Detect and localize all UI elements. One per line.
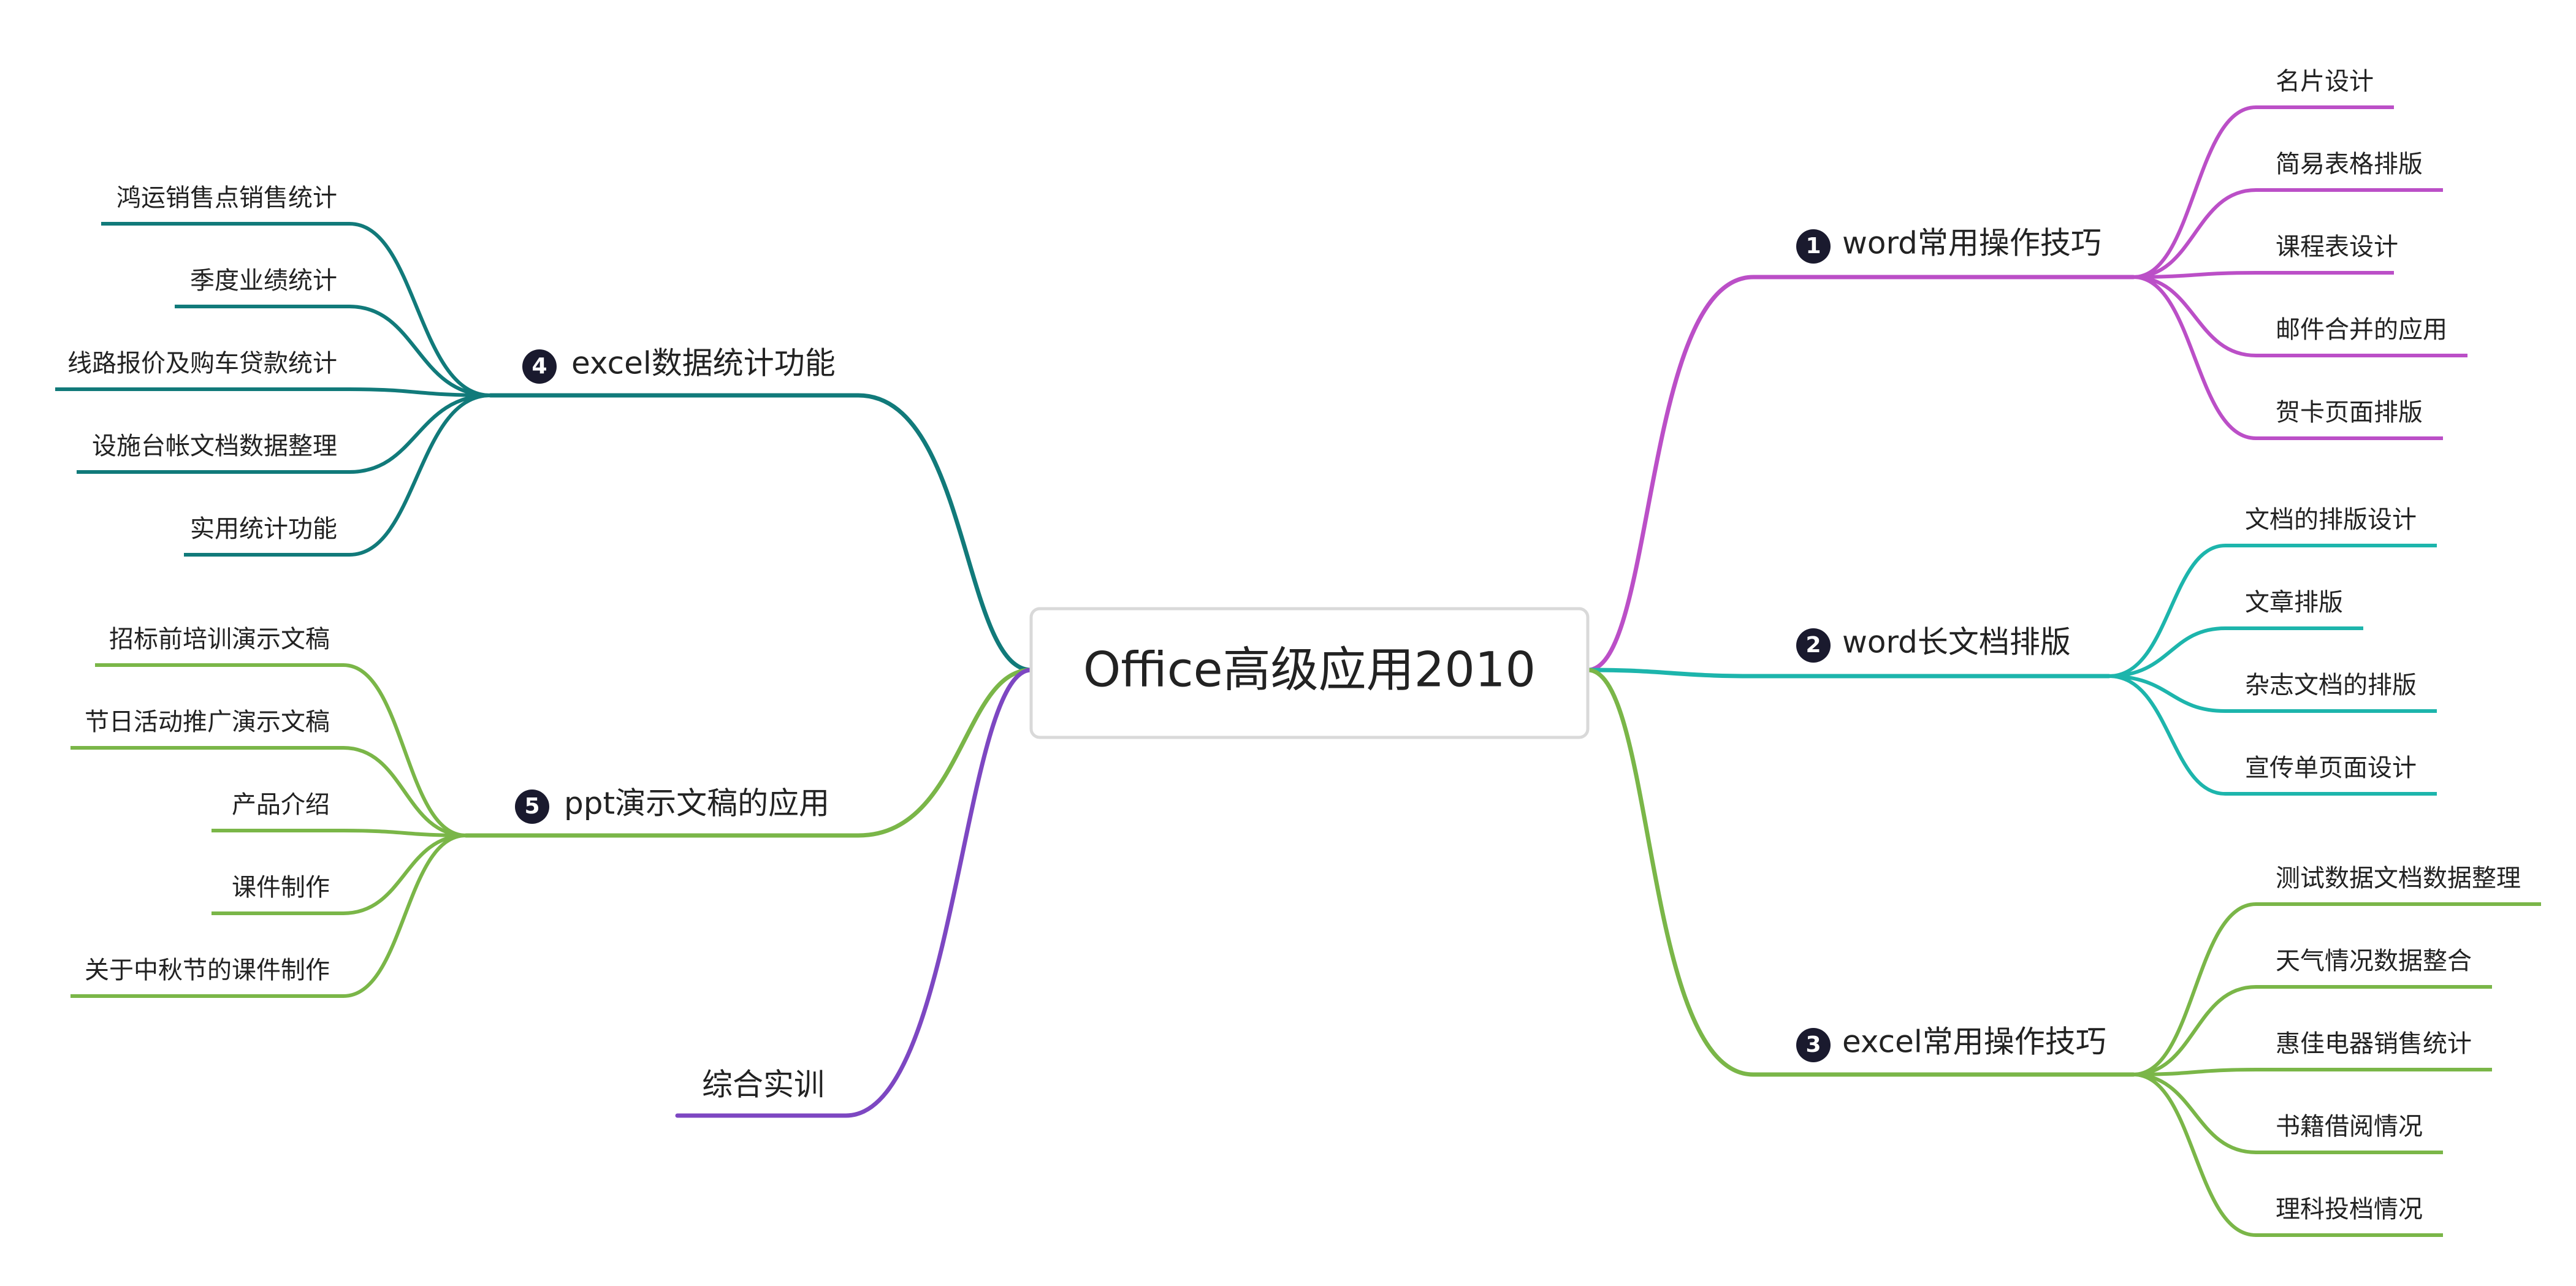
leaf-node[interactable]: 文档的排版设计 xyxy=(2245,506,2417,534)
connector-b5-leaf xyxy=(95,663,467,837)
leaf-connectors-b5 xyxy=(70,663,467,998)
connector-b4-leaf xyxy=(184,394,491,557)
leaf-node[interactable]: 理科投档情况 xyxy=(2276,1195,2423,1223)
leaf-node[interactable]: 简易表格排版 xyxy=(2276,150,2423,178)
leaf-node[interactable]: 惠佳电器销售统计 xyxy=(2276,1030,2472,1058)
leaf-node[interactable]: 线路报价及购车贷款统计 xyxy=(67,349,337,378)
connector-b4-leaf xyxy=(55,387,491,397)
leaf-connectors-b4 xyxy=(55,222,491,557)
branch-number: 2 xyxy=(1805,633,1821,658)
connector-b3-leaf xyxy=(2133,902,2541,1076)
leaf-node[interactable]: 设施台帐文档数据整理 xyxy=(92,432,337,460)
leaf-node[interactable]: 产品介绍 xyxy=(232,791,330,819)
leaf-node[interactable]: 文章排版 xyxy=(2245,588,2343,617)
leaves-ppt-application: 招标前培训演示文稿 节日活动推广演示文稿 产品介绍 课件制作 关于中秋节的课件制… xyxy=(85,625,330,984)
connector-b3-leaf xyxy=(2133,1073,2443,1154)
number-badge xyxy=(1796,229,1831,264)
connector-b4-leaf xyxy=(101,222,491,397)
leaf-node[interactable]: 节日活动推广演示文稿 xyxy=(85,708,330,736)
root-node-label: Office高级应用2010 xyxy=(1083,642,1536,698)
leaves-word-long-document: 文档的排版设计 文章排版 杂志文档的排版 宣传单页面设计 xyxy=(2245,506,2417,782)
leaf-node[interactable]: 贺卡页面排版 xyxy=(2276,398,2423,427)
connector-root-b3 xyxy=(1585,668,2136,1077)
number-badge xyxy=(522,349,557,384)
branch-label: excel数据统计功能 xyxy=(571,346,836,381)
connector-root-b4 xyxy=(488,393,1034,672)
leaf-node[interactable]: 测试数据文档数据整理 xyxy=(2276,864,2521,892)
branch-number: 5 xyxy=(524,794,539,819)
branch-node-excel-common-skills[interactable]: 3 excel常用操作技巧 xyxy=(1796,1024,2106,1063)
connector-b5-leaf xyxy=(70,834,467,998)
branch-node-word-long-document[interactable]: 2 word长文档排版 xyxy=(1796,625,2071,663)
connector-root-b2 xyxy=(1585,668,2111,679)
connector-b2-leaf xyxy=(2108,674,2437,796)
branch-node-excel-statistics[interactable]: 4 excel数据统计功能 xyxy=(522,346,836,384)
leaf-node[interactable]: 关于中秋节的课件制作 xyxy=(85,956,330,984)
leaves-excel-common-skills: 测试数据文档数据整理 天气情况数据整合 惠佳电器销售统计 书籍借阅情况 理科投档… xyxy=(2276,864,2521,1223)
connector-root-b1 xyxy=(1585,275,2136,672)
branch-number: 1 xyxy=(1805,234,1821,259)
branch-label: 综合实训 xyxy=(702,1067,825,1103)
connector-b1-leaf xyxy=(2133,105,2394,279)
number-badge xyxy=(1796,1028,1831,1062)
leaf-node[interactable]: 招标前培训演示文稿 xyxy=(109,625,330,653)
leaf-node[interactable]: 实用统计功能 xyxy=(190,515,337,543)
leaf-connectors-b1 xyxy=(2133,105,2467,440)
leaf-node[interactable]: 杂志文档的排版 xyxy=(2245,671,2417,699)
number-badge xyxy=(1796,628,1831,663)
connector-b3-leaf xyxy=(2133,1068,2492,1076)
branch-node-ppt-application[interactable]: 5 ppt演示文稿的应用 xyxy=(515,786,829,824)
connector-root-b6 xyxy=(675,668,1034,1118)
branch-label: word长文档排版 xyxy=(1842,625,2071,660)
root-connectors xyxy=(463,275,2136,1118)
branch-label: word常用操作技巧 xyxy=(1842,226,2102,261)
connector-b3-leaf xyxy=(2133,1073,2443,1237)
branch-number: 4 xyxy=(532,354,547,379)
connector-b5-leaf xyxy=(211,829,467,837)
branch-node-word-common-skills[interactable]: 1 word常用操作技巧 xyxy=(1796,226,2102,264)
connector-b5-leaf xyxy=(211,834,467,915)
leaf-connectors-b3 xyxy=(2133,902,2541,1237)
leaf-node[interactable]: 课程表设计 xyxy=(2276,233,2398,261)
connector-b2-leaf xyxy=(2108,674,2437,713)
root-node-box xyxy=(1029,607,1590,739)
leaves-word-common-skills: 名片设计 简易表格排版 课程表设计 邮件合并的应用 贺卡页面排版 xyxy=(2276,67,2447,427)
branch-number: 3 xyxy=(1805,1032,1821,1057)
leaf-node[interactable]: 邮件合并的应用 xyxy=(2276,316,2447,344)
connector-b4-leaf xyxy=(77,394,491,474)
leaf-node[interactable]: 天气情况数据整合 xyxy=(2276,947,2472,975)
connector-b1-leaf xyxy=(2133,188,2443,279)
branch-node-comprehensive-training[interactable]: 综合实训 xyxy=(702,1067,825,1103)
connector-b5-leaf xyxy=(70,746,467,837)
connector-b1-leaf xyxy=(2133,271,2394,279)
connector-b2-leaf xyxy=(2108,626,2363,678)
connector-b1-leaf xyxy=(2133,275,2443,440)
leaf-node[interactable]: 书籍借阅情况 xyxy=(2276,1113,2423,1141)
branch-label: ppt演示文稿的应用 xyxy=(564,786,829,821)
leaf-node[interactable]: 季度业绩统计 xyxy=(190,267,337,295)
leaves-excel-statistics: 鸿运销售点销售统计 季度业绩统计 线路报价及购车贷款统计 设施台帐文档数据整理 … xyxy=(67,184,337,543)
leaf-node[interactable]: 宣传单页面设计 xyxy=(2245,754,2417,782)
leaf-node[interactable]: 鸿运销售点销售统计 xyxy=(116,184,337,212)
leaf-connectors-b2 xyxy=(2108,544,2437,796)
root-node[interactable]: Office高级应用2010 xyxy=(1029,607,1590,739)
connector-b4-leaf xyxy=(175,305,491,397)
connector-b3-leaf xyxy=(2133,985,2492,1076)
branch-label: excel常用操作技巧 xyxy=(1842,1024,2106,1060)
connector-b2-leaf xyxy=(2108,544,2437,678)
connector-b1-leaf xyxy=(2133,275,2467,357)
leaf-node[interactable]: 课件制作 xyxy=(232,873,330,902)
leaf-node[interactable]: 名片设计 xyxy=(2276,67,2374,96)
number-badge xyxy=(515,789,549,824)
connector-root-b5 xyxy=(463,668,1034,838)
